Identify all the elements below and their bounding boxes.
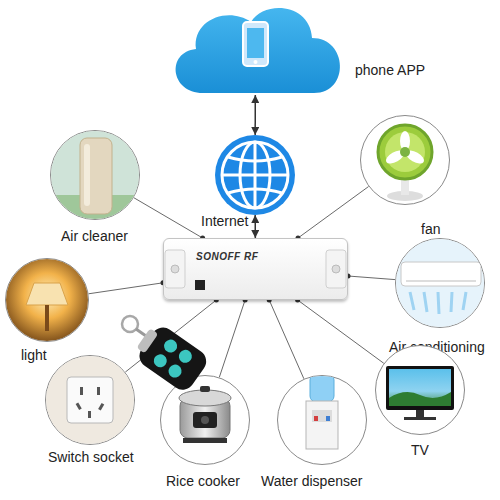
connector-line <box>89 283 164 294</box>
air-conditioner-picture <box>395 238 485 328</box>
node-label: Water dispenser <box>261 473 362 489</box>
cloud-shape <box>176 8 340 93</box>
node-label: phone APP <box>355 62 425 78</box>
connector-line <box>298 300 384 363</box>
node-label: Air cleaner <box>61 228 128 244</box>
appliance-circle: Switch socket <box>45 355 135 445</box>
cloud-outline <box>158 0 353 95</box>
node-label: Switch socket <box>48 449 134 465</box>
socket-picture <box>45 355 135 445</box>
node-label: Rice cooker <box>166 473 240 489</box>
node-label: fan <box>421 221 440 237</box>
appliance-circle: TV <box>375 345 465 435</box>
connector-line <box>298 187 369 239</box>
device-brand: SONOFF RF <box>196 249 258 265</box>
air-cleaner-picture <box>50 130 140 220</box>
globe-node: Internet <box>215 135 295 215</box>
connector-line <box>134 198 203 238</box>
switch-device: SONOFF RF <box>163 238 348 300</box>
connector-line <box>254 95 256 135</box>
connector-line <box>269 300 304 379</box>
node-label: Internet <box>201 213 248 229</box>
appliance-circle: Rice cooker <box>160 375 250 465</box>
connector-line <box>348 276 395 280</box>
node-label: TV <box>411 442 429 458</box>
appliance-circle: Air conditioning <box>395 238 485 328</box>
connector-line <box>219 300 245 377</box>
connector-line <box>254 215 256 238</box>
appliance-circle: fan <box>360 115 450 205</box>
appliance-circle: Air cleaner <box>50 130 140 220</box>
appliance-circle: Water dispenser <box>277 375 367 465</box>
lamp-picture <box>5 258 89 342</box>
cloud-node: phone APP <box>158 0 353 95</box>
connector-line <box>125 300 216 372</box>
node-label: light <box>21 347 47 363</box>
appliance-circle: light <box>5 258 89 342</box>
